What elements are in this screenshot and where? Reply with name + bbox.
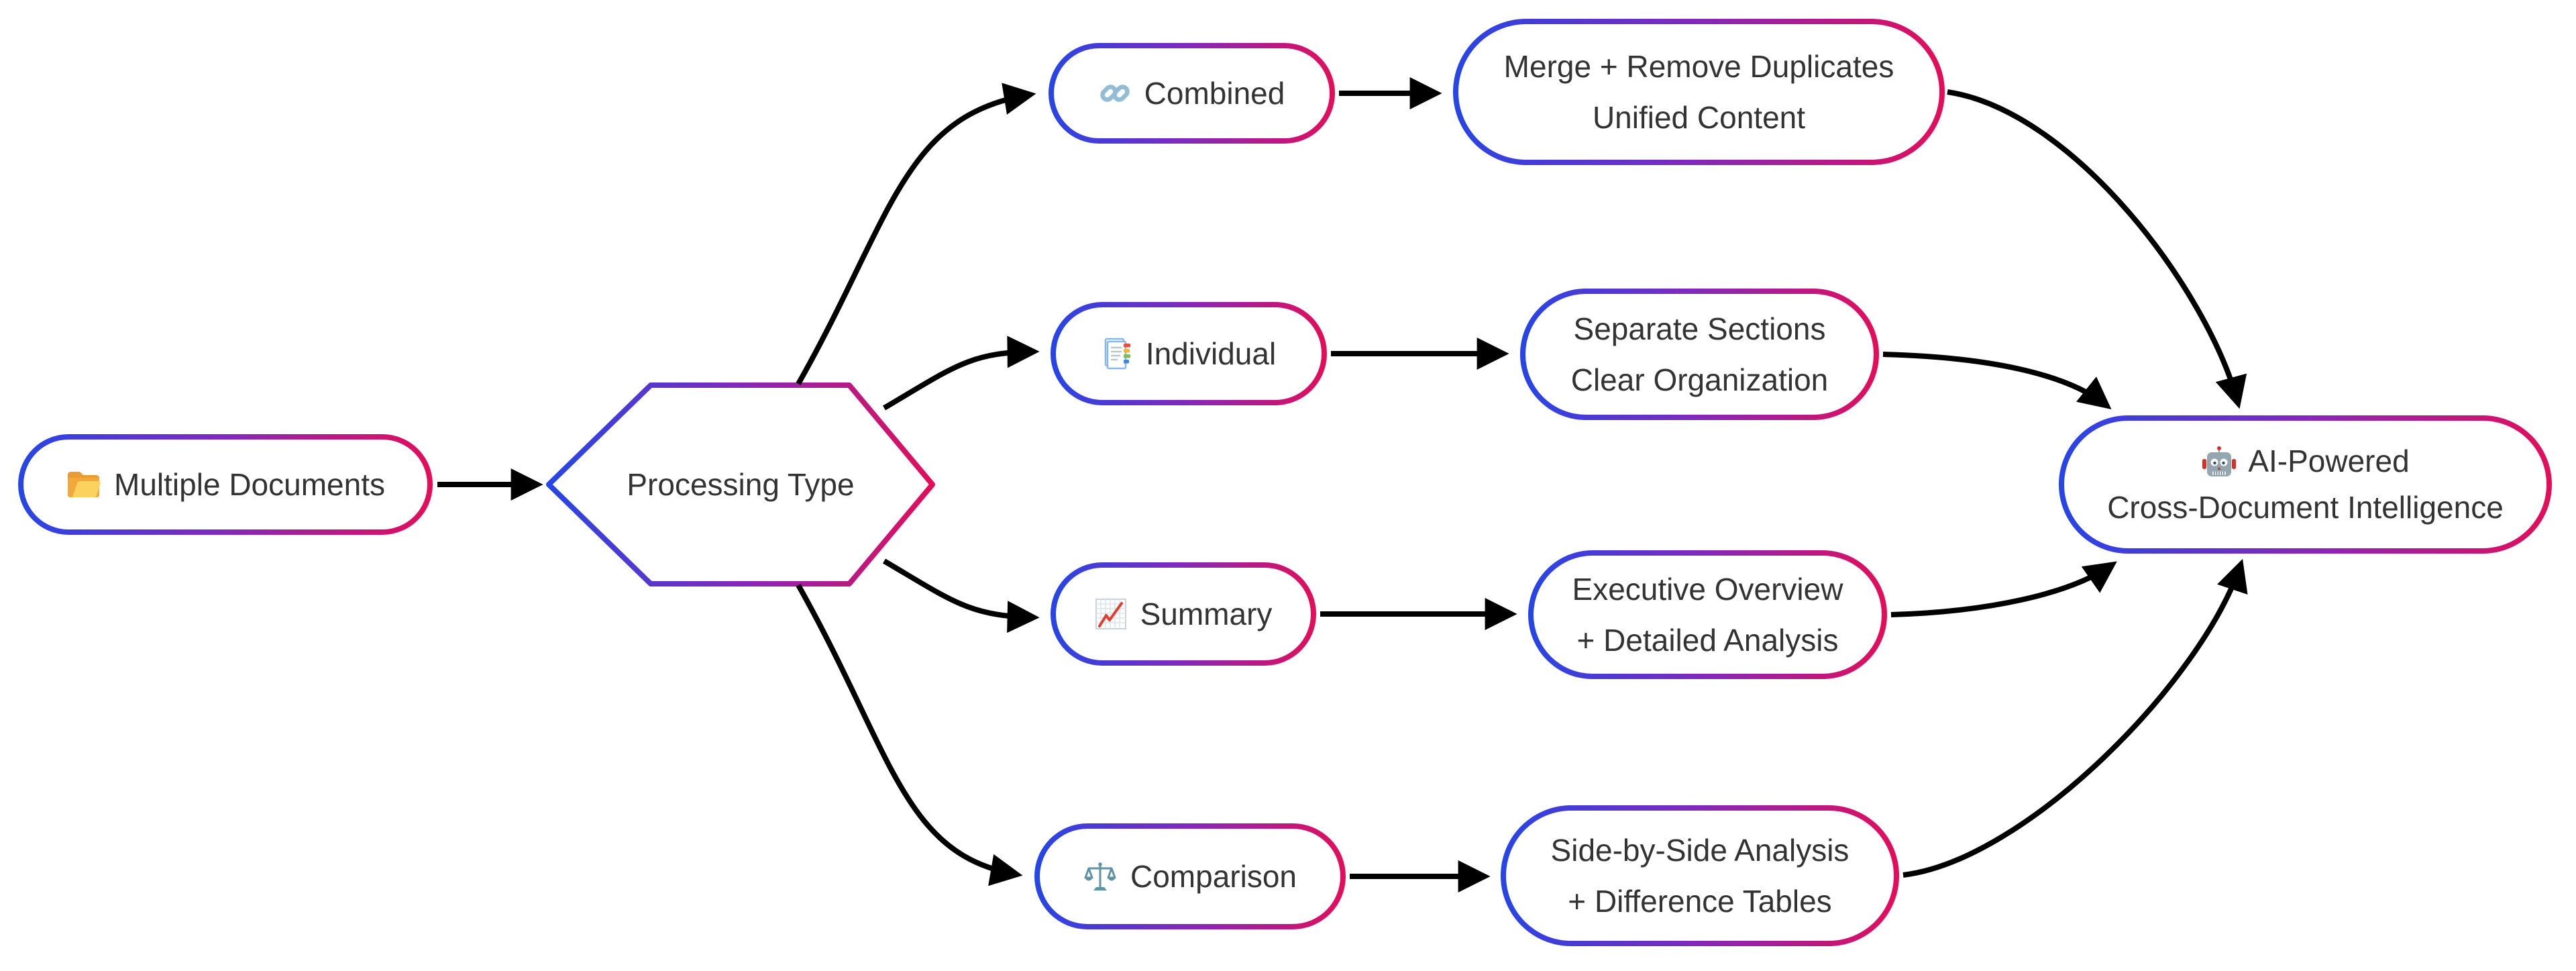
node-executive-overview: Executive Overview + Detailed Analysis — [1528, 550, 1887, 679]
scales-icon — [1084, 862, 1116, 890]
node-label: Combined — [1144, 75, 1285, 111]
edge-decision-to-summary — [882, 558, 1040, 633]
node-separate-sections-body: Separate Sections Clear Organization — [1525, 294, 1874, 415]
node-label: Individual — [1145, 336, 1277, 371]
node-label: Multiple Documents — [114, 466, 385, 502]
node-label-line2: Cross-Document Intelligence — [2107, 490, 2504, 525]
node-summary-body: Summary — [1056, 568, 1311, 660]
node-ai-powered-intelligence-body: AI-Powered Cross-Document Intelligence — [2064, 421, 2546, 548]
node-separate-sections: Separate Sections Clear Organization — [1520, 289, 1879, 420]
node-combined-body: Combined — [1054, 48, 1330, 138]
node-label-line1: Separate Sections — [1573, 311, 1826, 346]
robot-icon — [2202, 446, 2237, 476]
node-combined: Combined — [1049, 43, 1335, 144]
edge-decision-to-comparison — [796, 584, 1023, 886]
node-individual: Individual — [1051, 302, 1327, 405]
node-ai-powered-intelligence: AI-Powered Cross-Document Intelligence — [2059, 415, 2552, 554]
node-label: Comparison — [1130, 858, 1297, 894]
decision-hexagon-shape — [546, 382, 935, 586]
node-label-line1: AI-Powered — [2248, 444, 2410, 478]
edge-sidebyside-to-ai — [1902, 558, 2248, 878]
node-summary: Summary — [1051, 562, 1316, 666]
link-icon — [1099, 85, 1130, 102]
edge-executive-to-ai — [1890, 561, 2117, 617]
chart-increasing-icon — [1095, 598, 1126, 629]
node-multiple-documents: Multiple Documents — [18, 434, 433, 535]
node-comparison-body: Comparison — [1040, 829, 1340, 924]
node-label: Processing Type — [627, 467, 855, 502]
node-side-by-side-analysis: Side-by-Side Analysis + Difference Table… — [1501, 805, 1899, 946]
node-label-line1: Side-by-Side Analysis — [1550, 832, 1849, 868]
edge-separate-to-ai — [1882, 352, 2112, 409]
node-label-line2: Clear Organization — [1570, 362, 1829, 397]
edge-decision-to-individual — [882, 336, 1040, 411]
node-side-by-side-analysis-body: Side-by-Side Analysis + Difference Table… — [1506, 811, 1894, 941]
node-label: Summary — [1140, 596, 1273, 631]
node-merge-remove-duplicates-body: Merge + Remove Duplicates Unified Conten… — [1458, 24, 1939, 160]
node-comparison: Comparison — [1034, 823, 1346, 929]
folder-icon — [68, 471, 101, 497]
document-tabs-icon — [1104, 338, 1130, 370]
edge-decision-to-combined — [796, 83, 1036, 385]
node-individual-body: Individual — [1056, 307, 1322, 400]
node-multiple-documents-body: Multiple Documents — [23, 440, 427, 529]
node-label-line2: + Detailed Analysis — [1576, 623, 1839, 658]
node-label-line2: + Difference Tables — [1568, 884, 1832, 919]
node-merge-remove-duplicates: Merge + Remove Duplicates Unified Conten… — [1453, 19, 1945, 165]
edge-merge-to-ai — [1947, 89, 2247, 409]
node-executive-overview-body: Executive Overview + Detailed Analysis — [1534, 556, 1882, 674]
node-label-line1: Executive Overview — [1572, 571, 1843, 607]
node-label-line2: Unified Content — [1592, 100, 1806, 135]
node-label-line1: Merge + Remove Duplicates — [1503, 48, 1894, 84]
node-processing-type: Processing Type — [549, 385, 932, 584]
